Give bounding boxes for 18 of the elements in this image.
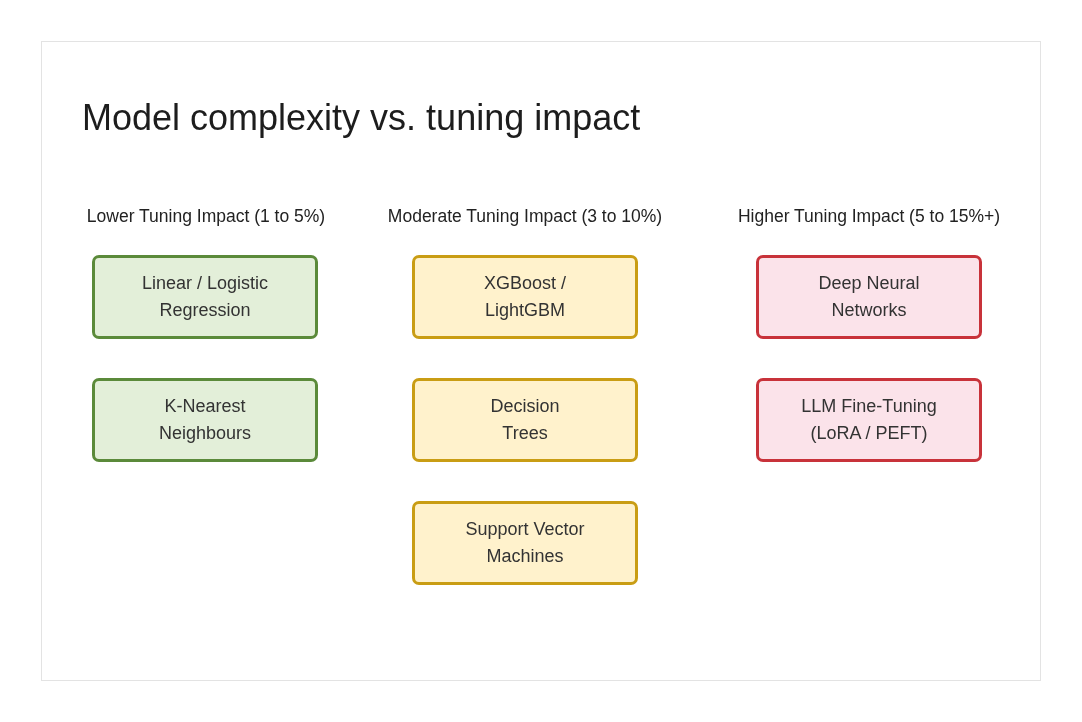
model-box [412,255,638,339]
model-name: Linear / Logistic Regression [140,272,270,322]
model-name: Support Vector Machines [464,518,586,568]
model-box [92,255,318,339]
model-name: XGBoost / LightGBM [482,272,567,322]
model-name: K-Nearest Neighbours [157,395,253,445]
model-box [756,378,982,462]
model-name: Decision Trees [489,395,561,445]
column-heading: Moderate Tuning Impact (3 to 10%) [387,205,663,227]
model-box [756,255,982,339]
model-name: LLM Fine-Tuning (LoRA / PEFT) [800,395,938,445]
model-name: Deep Neural Networks [817,272,921,322]
column-heading: Lower Tuning Impact (1 to 5%) [86,205,326,227]
model-box [412,378,638,462]
model-box [92,378,318,462]
diagram-title: Model complexity vs. tuning impact [82,97,641,139]
model-box [412,501,638,585]
column-heading: Higher Tuning Impact (5 to 15%+) [737,205,1001,227]
